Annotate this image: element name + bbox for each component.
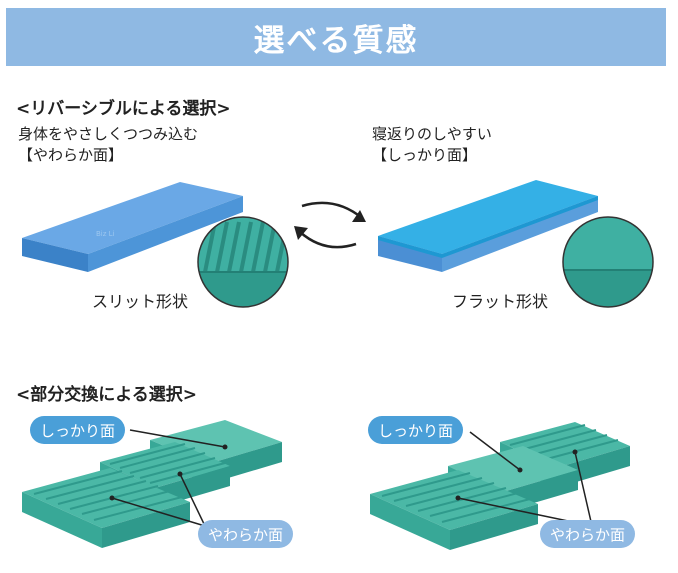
firm-mattress-image [378,180,598,272]
partial-right-illustration [370,422,630,550]
left-firm-label: しっかり面 [30,416,126,444]
page-title: 選べる質感 [253,22,419,59]
left-soft-label: やわらか面 [198,520,294,548]
slit-zoom-circle [197,216,289,308]
flat-zoom-circle [562,216,654,308]
slit-shape-label: スリット形状 [92,292,189,311]
firm-description: 寝返りのしやすい 【しっかり面】 [372,124,492,166]
title-banner: 選べる質感 [6,8,666,66]
firm-desc-line1: 寝返りのしやすい [372,125,492,143]
right-soft-label: やわらか面 [540,520,636,548]
svg-text:Biz Li: Biz Li [96,230,115,238]
soft-description: 身体をやさしくつつみ込む 【やわらか面】 [18,124,198,166]
partial-left-illustration [22,420,282,548]
soft-mattress-image: Biz Li [22,182,243,272]
soft-desc-line2: 【やわらか面】 [18,146,124,164]
reversible-heading: <リバーシブルによる選択> [16,99,231,119]
swap-arrows-icon [294,201,366,249]
right-firm-label: しっかり面 [368,416,464,444]
firm-desc-line2: 【しっかり面】 [372,146,478,164]
flat-shape-label: フラット形状 [452,292,549,311]
partial-heading: <部分交換による選択> [16,385,197,405]
soft-desc-line1: 身体をやさしくつつみ込む [18,125,199,143]
